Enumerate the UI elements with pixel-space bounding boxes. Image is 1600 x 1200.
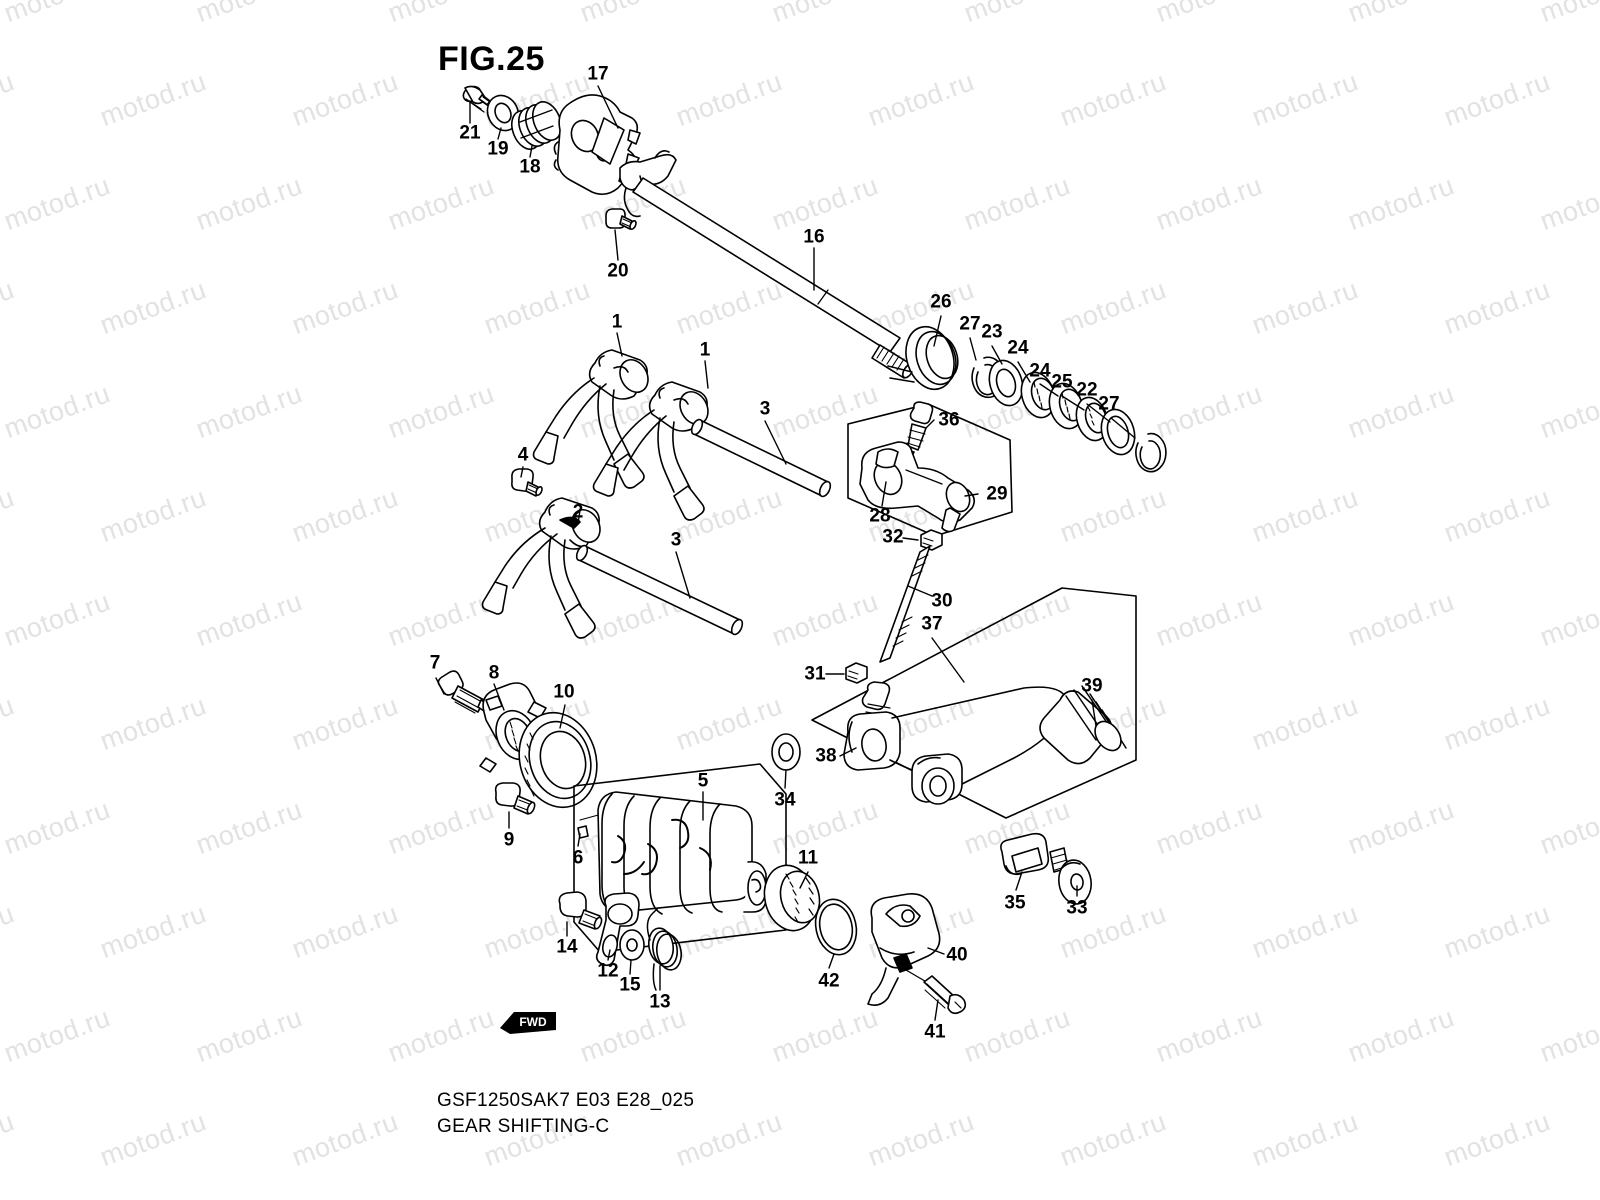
callout-20-pin-stopper: 20 — [607, 260, 629, 282]
part-40-gear-position-switch — [867, 892, 941, 1006]
callout-40-gear-position-switch: 40 — [946, 944, 968, 966]
part-4-pin — [511, 468, 543, 497]
fwd-text: FWD — [519, 1015, 547, 1029]
callout-24-bearing: 24 — [1007, 337, 1029, 359]
caption-section-name: GEAR SHIFTING-C — [437, 1116, 610, 1137]
figure-title: FIG.25 — [438, 40, 545, 78]
callout-33-bolt: 33 — [1066, 897, 1088, 919]
part-13-stopper-spring — [646, 907, 683, 991]
part-21-bolt — [462, 85, 491, 113]
callout-5-gear-shift-cam: 5 — [697, 770, 709, 792]
part-41-screw — [923, 975, 967, 1015]
figure-caption: GSF1250SAK7 E03 E28_025 GEAR SHIFTING-C — [437, 1088, 694, 1140]
callout-29-shift-arm-joint: 29 — [986, 483, 1008, 505]
part-5-gear-shift-cam — [597, 791, 767, 915]
callout-18-spring: 18 — [519, 156, 541, 178]
part-35-bracket — [1000, 832, 1050, 876]
part-22-oil-seal — [1100, 408, 1136, 456]
callout-14-bolt: 14 — [556, 936, 578, 958]
callout-26-return-spring: 26 — [930, 291, 952, 313]
callout-39-footrest-rubber: 39 — [1081, 675, 1103, 697]
callout-10-bearing: 10 — [553, 681, 575, 703]
callout-19-washer: 19 — [487, 138, 509, 160]
part-18-spring — [511, 101, 562, 150]
fwd-direction-marker: FWD — [498, 1008, 558, 1038]
callout-11-needle-bearing: 11 — [797, 847, 819, 869]
part-15-washer — [619, 929, 645, 961]
callout-13-stopper-spring: 13 — [649, 991, 671, 1013]
callout-17-gear-shift-cam-driven-gear: 17 — [587, 63, 609, 85]
callout-24-bearing: 24 — [1029, 360, 1051, 382]
part-42-o-ring — [814, 898, 858, 956]
callout-8-cam-stopper-plate: 8 — [488, 662, 500, 684]
callout-15-washer: 15 — [619, 974, 641, 996]
part-2-fork — [481, 497, 601, 639]
part-3-shaft-lower — [575, 544, 744, 636]
callout-22-oil-seal: 22 — [1076, 379, 1098, 401]
callout-38-gear-shift-lever-arm: 38 — [815, 745, 837, 767]
part-20-pin — [605, 208, 637, 230]
part-26-return-spring — [887, 325, 959, 391]
callout-2-gear-shift-fork-no3: 2 — [572, 501, 584, 523]
callout-9-bolt: 9 — [503, 829, 515, 851]
part-3-shaft-upper — [690, 418, 832, 498]
callout-36-bolt: 36 — [938, 409, 960, 431]
callout-6-pin: 6 — [572, 847, 584, 869]
callout-28-shift-arm: 28 — [869, 505, 891, 527]
part-31-nut — [845, 662, 868, 684]
callout-1-gear-shift-fork: 1 — [699, 339, 711, 361]
part-14-bolt — [558, 891, 603, 930]
callout-21-bolt: 21 — [459, 122, 481, 144]
callout-7-bolt: 7 — [429, 652, 441, 674]
callout-27-circlip: 27 — [959, 313, 981, 335]
part-30-gear-shift-rod — [879, 545, 931, 663]
part-10-bearing — [518, 711, 598, 809]
part-1-fork-b — [592, 381, 709, 521]
part-23-washer — [988, 359, 1024, 407]
part-19-washer — [486, 94, 520, 132]
callout-37-gear-shift-lever-assy: 37 — [921, 613, 943, 635]
callout-1-gear-shift-fork: 1 — [611, 311, 623, 333]
callout-34-washer: 34 — [774, 789, 796, 811]
callout-3-gear-shift-fork-shaft: 3 — [759, 398, 771, 420]
part-28-shift-arm — [859, 441, 976, 533]
callout-30-gear-shift-rod: 30 — [931, 590, 953, 612]
caption-model-code: GSF1250SAK7 E03 E28_025 — [437, 1090, 695, 1111]
part-36-bolt — [905, 401, 934, 459]
callout-32-nut: 32 — [882, 526, 904, 548]
callout-23-washer: 23 — [981, 321, 1003, 343]
callout-27-circlip: 27 — [1098, 393, 1120, 415]
callout-41-screw: 41 — [924, 1021, 946, 1043]
callout-16-gear-shift-shaft: 16 — [803, 226, 825, 248]
part-33-bolt — [1049, 847, 1092, 905]
callout-35-bracket: 35 — [1004, 892, 1026, 914]
callout-3-gear-shift-fork-shaft: 3 — [670, 529, 682, 551]
callout-25-spacer: 25 — [1051, 371, 1073, 393]
callout-42-o-ring: 42 — [818, 970, 840, 992]
box-gear-shift-lever — [811, 587, 1137, 819]
callout-31-nut: 31 — [804, 663, 826, 685]
part-12-cam-stopper-arm — [595, 892, 640, 967]
callout-12-cam-stopper-arm: 12 — [597, 960, 619, 982]
part-1-fork-a — [532, 349, 649, 489]
part-9-bolt — [494, 782, 536, 815]
part-27-circlip-right — [1135, 432, 1167, 473]
callout-4-pin: 4 — [517, 444, 529, 466]
